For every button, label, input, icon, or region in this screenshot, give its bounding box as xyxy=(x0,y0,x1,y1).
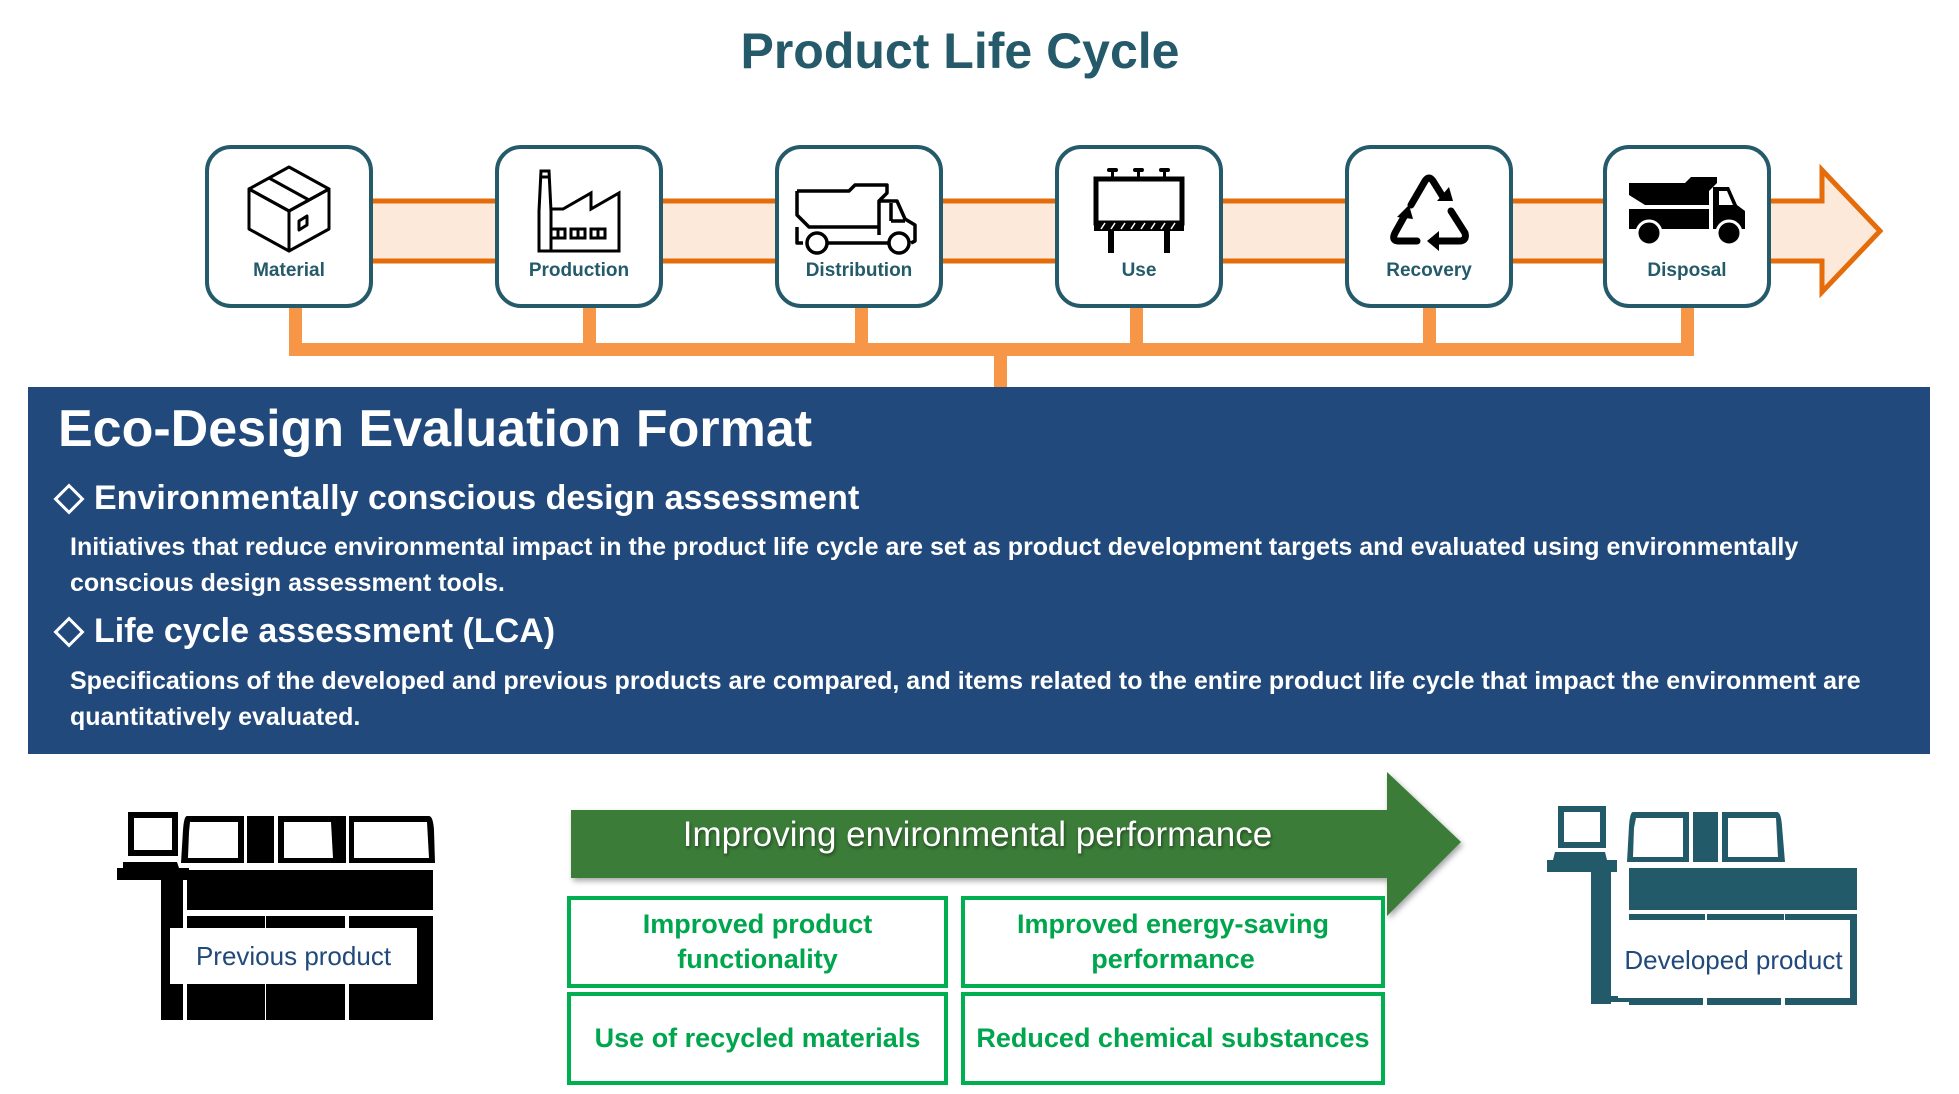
section-heading: Environmentally conscious design assessm… xyxy=(52,479,859,518)
stage-disposal: Disposal xyxy=(1603,145,1771,308)
developed-product-label: Developed product xyxy=(1618,922,1849,998)
stage-label: Recovery xyxy=(1386,260,1472,281)
stage-label: Production xyxy=(528,260,630,281)
factory-icon xyxy=(499,159,659,259)
eco-design-banner: Eco-Design Evaluation Format Environment… xyxy=(28,387,1930,754)
improvement-box: Improved energy-saving performance xyxy=(961,896,1385,988)
developed-product-machine-icon xyxy=(1547,806,1857,1005)
connector-stem xyxy=(994,350,1007,390)
connector-bar xyxy=(289,343,1694,356)
stage-recovery: Recovery xyxy=(1345,145,1513,308)
improvement-box: Improved product functionality xyxy=(567,896,948,988)
stage-distribution: Distribution xyxy=(775,145,943,308)
section-body: Specifications of the developed and prev… xyxy=(70,667,1861,731)
box-icon xyxy=(209,159,369,259)
connector-tick-distribution xyxy=(855,308,868,352)
stage-material: Material xyxy=(205,145,373,308)
diamond-bullet-icon xyxy=(53,615,85,648)
improvement-box: Use of recycled materials xyxy=(567,992,948,1085)
connector-tick-material xyxy=(289,308,302,352)
billboard-icon xyxy=(1059,159,1219,259)
stage-label: Material xyxy=(253,260,325,281)
improvement-arrow-label: Improving environmental performance xyxy=(682,815,1273,854)
connector-tick-disposal xyxy=(1681,308,1694,352)
improvement-box: Reduced chemical substances xyxy=(961,992,1385,1085)
diamond-bullet-icon xyxy=(53,482,85,515)
recycle-icon xyxy=(1349,159,1509,259)
stage-use: Use xyxy=(1055,145,1223,308)
banner-title: Eco-Design Evaluation Format xyxy=(58,400,813,458)
connector-tick-use xyxy=(1130,308,1143,352)
section-heading-text: Life cycle assessment (LCA) xyxy=(94,612,556,650)
section-body: Initiatives that reduce environmental im… xyxy=(70,533,1799,597)
stage-label: Distribution xyxy=(805,260,913,281)
connector-tick-recovery xyxy=(1423,308,1436,352)
page-title: Product Life Cycle xyxy=(740,23,1180,79)
truck-outline-icon xyxy=(779,159,939,259)
improvement-arrow xyxy=(571,772,1461,916)
stage-production: Production xyxy=(495,145,663,308)
dump-truck-icon xyxy=(1607,159,1767,259)
stage-label: Use xyxy=(1121,260,1157,281)
section-heading-text: Environmentally conscious design assessm… xyxy=(94,479,860,517)
stage-label: Disposal xyxy=(1647,260,1727,281)
previous-product-label: Previous product xyxy=(170,928,417,984)
section-heading: Life cycle assessment (LCA) xyxy=(52,612,555,651)
connector-tick-production xyxy=(583,308,596,352)
previous-product-machine-icon xyxy=(117,812,435,1020)
